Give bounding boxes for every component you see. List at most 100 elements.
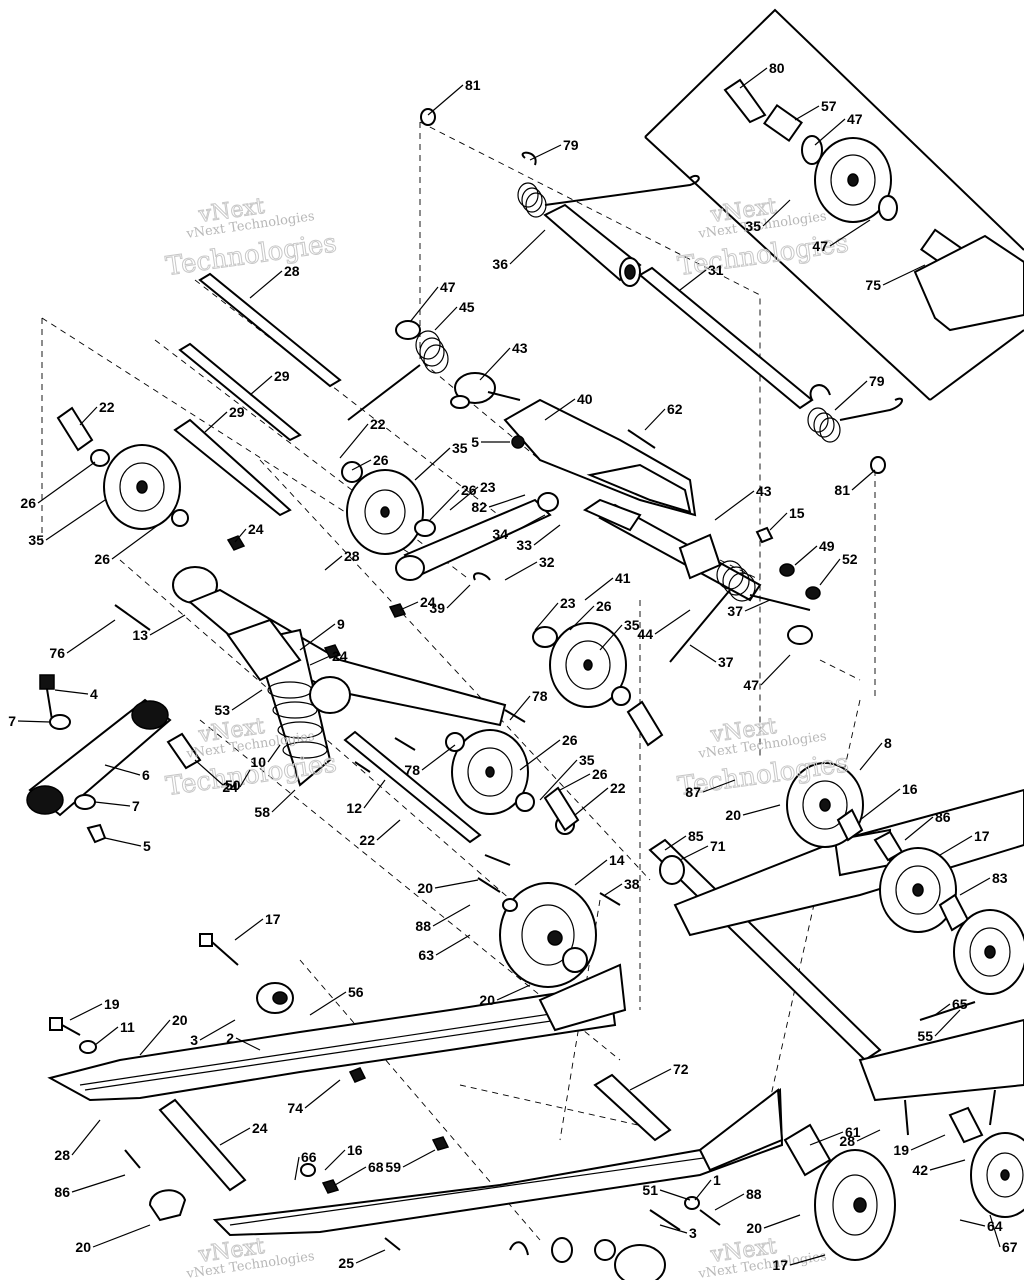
callout-number: 40 [577, 391, 593, 407]
callout-leader [509, 229, 546, 265]
callout-leader [363, 779, 386, 809]
callout-number: 47 [743, 677, 759, 693]
callout-19: 19 [69, 996, 120, 1021]
callout-number: 26 [461, 482, 477, 498]
callout-leader [449, 486, 479, 511]
callout-20: 20 [75, 1224, 151, 1255]
callout-49: 49 [794, 538, 835, 566]
callout-leader [324, 1149, 346, 1171]
callout-leader [271, 789, 296, 813]
watermark: vNext vNext Technologies [697, 1233, 828, 1280]
callout-number: 10 [250, 754, 266, 770]
callout-26: 26 [351, 452, 389, 471]
callout-number: 3 [689, 1225, 697, 1241]
callout-number: 24 [252, 1120, 268, 1136]
callout-76: 76 [49, 619, 116, 661]
callout-number: 28 [344, 548, 360, 564]
callout-number: 26 [562, 732, 578, 748]
callout-leader [939, 835, 973, 856]
callout-number: 35 [579, 752, 595, 768]
callout-number: 28 [284, 263, 300, 279]
callout-number: 3 [190, 1032, 198, 1048]
callout-24: 24 [399, 594, 436, 611]
callout-35: 35 [745, 199, 791, 234]
callout-4: 4 [54, 686, 98, 702]
callout-53: 53 [214, 689, 263, 718]
callout-26: 26 [519, 732, 578, 771]
callout-13: 13 [132, 614, 186, 643]
callout-leader [814, 118, 846, 146]
callout-number: 66 [301, 1149, 317, 1165]
callout-leader [432, 904, 471, 927]
callout-87: 87 [685, 779, 736, 800]
callout-number: 71 [710, 838, 726, 854]
callout-35: 35 [414, 440, 468, 481]
callout-number: 28 [54, 1147, 70, 1163]
callout-number: 49 [819, 538, 835, 554]
callout-number: 31 [708, 262, 724, 278]
callout-number: 81 [465, 77, 481, 93]
callout-number: 58 [254, 804, 270, 820]
callout-number: 43 [756, 483, 772, 499]
callout-14: 14 [574, 852, 625, 886]
callout-leader [533, 524, 561, 546]
callout-number: 25 [338, 1255, 354, 1271]
callout-37: 37 [689, 644, 734, 670]
callout-16: 16 [324, 1142, 363, 1171]
callout-number: 28 [839, 1133, 855, 1149]
callout-number: 32 [539, 554, 555, 570]
callout-number: 47 [847, 111, 863, 127]
callout-number: 6 [142, 767, 150, 783]
callout-19: 19 [893, 1134, 946, 1158]
callout-leader [304, 1079, 341, 1109]
callout-number: 16 [347, 1142, 363, 1158]
callout-75: 75 [865, 264, 926, 293]
callout-52: 52 [819, 551, 858, 586]
callout-leader [519, 739, 561, 771]
callout-leader [429, 489, 460, 521]
callout-number: 29 [274, 368, 290, 384]
callout-leader [659, 1224, 688, 1234]
callout-2: 2 [226, 1030, 261, 1051]
callout-leader [654, 609, 691, 635]
callout-22: 22 [574, 780, 626, 816]
callout-55: 55 [917, 1009, 961, 1044]
callout-leader [294, 1156, 300, 1181]
callout-leader [762, 199, 791, 227]
callout-38: 38 [604, 876, 640, 896]
callout-leader [434, 306, 458, 331]
callout-64: 64 [959, 1218, 1003, 1234]
callout-number: 26 [596, 598, 612, 614]
callout-leader [488, 494, 526, 508]
callout-leader [71, 1119, 101, 1156]
callout-leader [66, 619, 116, 654]
callout-35: 35 [599, 617, 640, 651]
callout-number: 7 [132, 798, 140, 814]
callout-number: 36 [492, 256, 508, 272]
callout-leader [794, 545, 818, 566]
callout-35: 35 [28, 499, 106, 548]
callout-number: 64 [987, 1218, 1003, 1234]
callout-leader [69, 1003, 103, 1021]
callout-leader [235, 1037, 261, 1051]
callout-leader [689, 644, 717, 663]
callout-leader [111, 519, 166, 560]
callout-71: 71 [679, 838, 726, 861]
callout-leader [249, 375, 273, 396]
callout-number: 22 [610, 780, 626, 796]
callout-leader [149, 614, 186, 636]
callout-1: 1 [694, 1172, 721, 1201]
callout-58: 58 [254, 789, 296, 820]
callout-31: 31 [679, 262, 724, 291]
callout-leader [856, 1129, 881, 1142]
callout-66: 66 [294, 1149, 317, 1181]
callout-29: 29 [204, 404, 245, 433]
callout-23: 23 [449, 479, 496, 511]
callout-leader [629, 1068, 672, 1091]
callout-leader [402, 1149, 436, 1168]
callout-39: 39 [429, 584, 471, 616]
callout-leader [574, 787, 609, 816]
callout-number: 20 [746, 1220, 762, 1236]
callout-17: 17 [939, 828, 990, 856]
